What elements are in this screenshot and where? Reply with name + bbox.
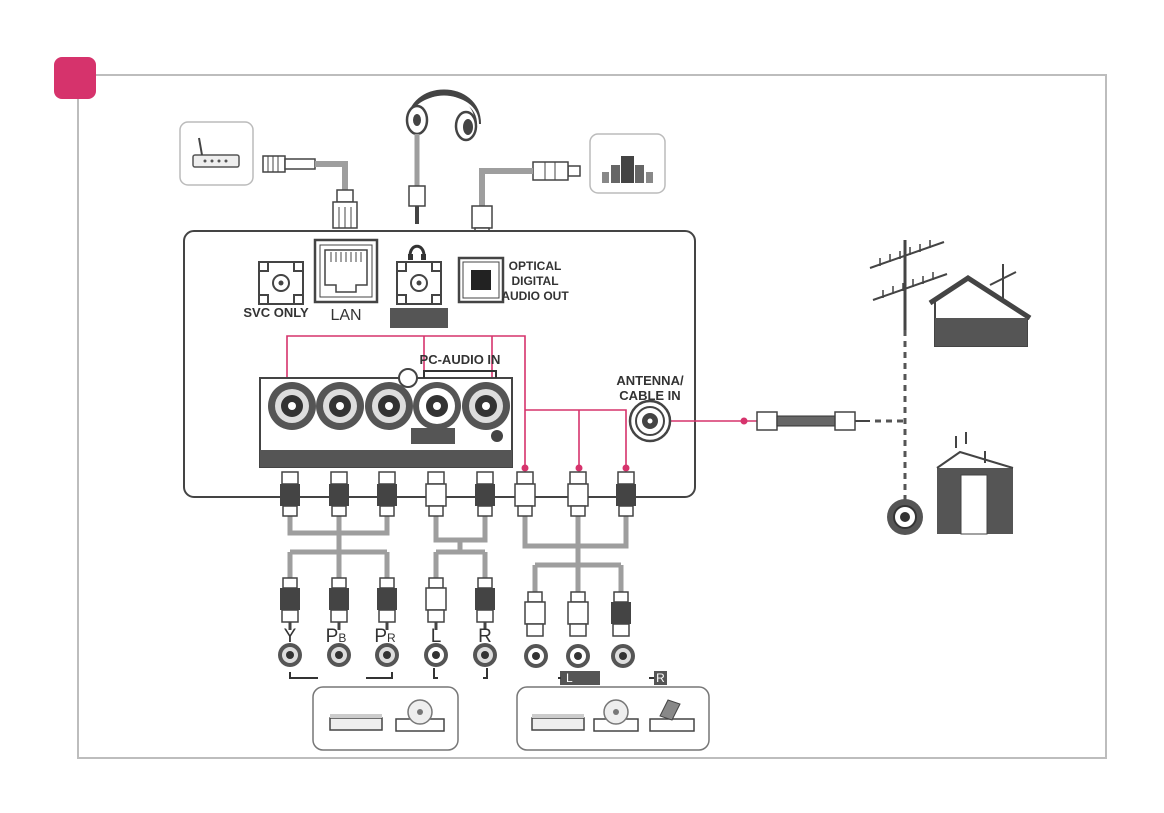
coax-cable [757,412,870,430]
svc-only-port [259,262,303,304]
routing-dot [522,465,529,472]
optical-out-port [459,258,503,302]
headphone-label-plate [390,308,448,328]
rca-plug [280,578,300,630]
rca-plug [616,472,636,516]
device-jack-l [424,643,448,667]
audio-group-bracket [434,668,487,678]
device-jack-y [278,643,302,667]
rca-plug [280,472,300,516]
routing-dot [623,465,630,472]
rca-jack-audio-l [413,382,461,430]
device-jack-r [473,643,497,667]
rca-plug [426,578,446,630]
device-jack-av-video [524,644,548,668]
lan-cable [263,156,357,228]
headphones [407,93,478,225]
rca-plug [568,472,588,516]
av-label-l: L [566,671,573,685]
rca-plug [426,472,446,516]
optical-label-line2: DIGITAL [511,274,558,288]
rca-jack-pr [365,382,413,430]
router-device [180,122,253,185]
speaker-system-device [590,134,665,193]
routing-dot [741,418,748,425]
lan-label: LAN [330,307,361,324]
rca-plug [611,592,631,636]
lan-port [315,240,377,302]
av-source-devices [517,687,709,750]
apartment-building [937,432,1013,534]
rca-plug [568,592,588,636]
rca-plug [475,578,495,630]
routing-dot [576,465,583,472]
antenna-cable-in-port [630,401,670,441]
device-jack-av-r [611,644,635,668]
rca-plug [515,472,535,516]
rca-plug [525,592,545,636]
rca-plug [329,472,349,516]
av-cable-tree [525,515,626,592]
rca-plug [475,472,495,516]
device-jack-av-l [566,644,590,668]
rca-jack-audio-r [462,382,510,430]
rca-jack-pb [316,382,364,430]
section-badge [54,57,96,99]
wall-antenna-outlet [887,499,923,535]
antenna-label-line1: ANTENNA/ [616,373,684,388]
av-label-r: R [656,671,665,685]
component-group-bracket [290,672,392,678]
optical-label-line1: OPTICAL [509,259,562,273]
rca-plug [329,578,349,630]
device-jack-pr [375,643,399,667]
rooftop-antenna-house [870,240,1030,346]
svc-only-label: SVC ONLY [243,305,309,320]
rca-plug [377,472,397,516]
rca-jack-y [268,382,316,430]
component-cable-tree [290,515,485,578]
component-source-devices [313,687,458,750]
pc-audio-in-label: PC-AUDIO IN [420,352,501,367]
rca-plug [377,578,397,630]
device-jack-pb [327,643,351,667]
optical-label-line3: AUDIO OUT [501,289,569,303]
